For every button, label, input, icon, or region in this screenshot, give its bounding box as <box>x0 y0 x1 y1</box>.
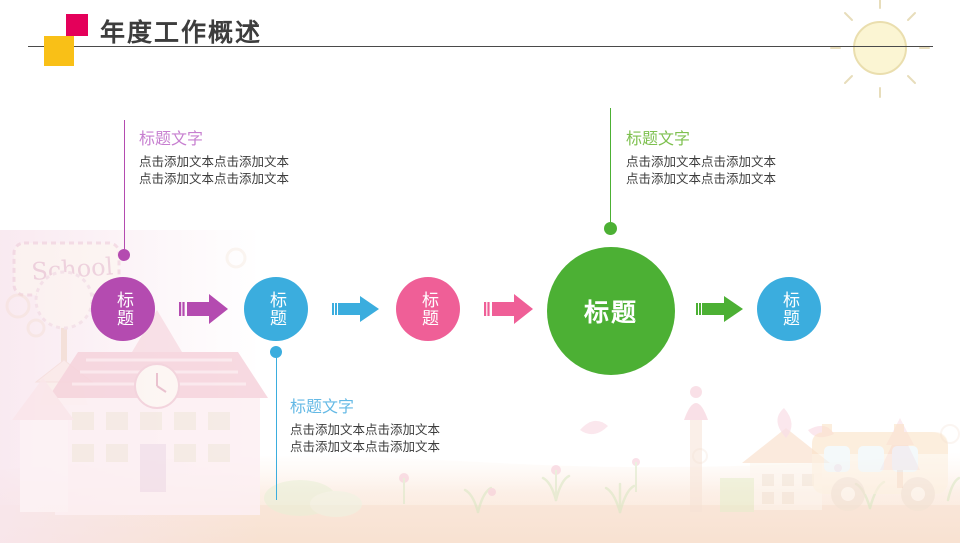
flow-arrow-3 <box>484 294 533 324</box>
callout-green-line-2: 点击添加文本点击添加文本 <box>626 171 777 186</box>
flow-arrow-2 <box>332 296 379 322</box>
flow-node-3-label: 标题 <box>418 291 438 327</box>
school-building-illustration <box>12 310 268 515</box>
callout-purple-line-1: 点击添加文本点击添加文本 <box>139 154 290 169</box>
callout-purple[interactable]: 标题文字 点击添加文本点击添加文本 点击添加文本点击添加文本 <box>139 128 289 187</box>
header-accent-square-pink <box>66 14 88 36</box>
connector-line-purple <box>124 120 125 252</box>
callout-purple-title: 标题文字 <box>139 129 204 148</box>
flow-node-2[interactable]: 标题 <box>244 277 308 341</box>
callout-green-line-1: 点击添加文本点击添加文本 <box>626 154 777 169</box>
header-divider <box>28 46 933 47</box>
connector-dot-blue <box>270 346 282 358</box>
flow-node-2-label: 标题 <box>266 291 286 327</box>
connector-dot-purple <box>118 249 130 261</box>
school-bus-illustration <box>812 424 948 511</box>
header-accent-square-yellow <box>44 36 74 66</box>
callout-green[interactable]: 标题文字 点击添加文本点击添加文本 点击添加文本点击添加文本 <box>626 128 776 187</box>
connector-line-green <box>610 108 611 230</box>
callout-blue-line-2: 点击添加文本点击添加文本 <box>290 439 441 454</box>
callout-blue[interactable]: 标题文字 点击添加文本点击添加文本 点击添加文本点击添加文本 <box>290 396 440 455</box>
flow-node-4[interactable]: 标题 <box>547 247 675 375</box>
flow-arrow-4 <box>696 296 743 322</box>
callout-blue-line-1: 点击添加文本点击添加文本 <box>290 422 441 437</box>
flow-node-4-label: 标题 <box>583 298 638 327</box>
sun-icon <box>830 0 930 98</box>
callout-green-title: 标题文字 <box>626 129 691 148</box>
connector-dot-green <box>604 222 617 235</box>
callout-purple-line-2: 点击添加文本点击添加文本 <box>139 171 290 186</box>
callout-blue-title: 标题文字 <box>290 397 355 416</box>
page-title: 年度工作概述 <box>100 18 263 47</box>
flow-node-1[interactable]: 标题 <box>91 277 155 341</box>
svg-text:School: School <box>30 252 114 286</box>
flow-arrow-1 <box>179 294 228 324</box>
connector-line-blue <box>276 352 277 500</box>
flow-node-5-label: 标题 <box>779 291 799 327</box>
flow-node-1-label: 标题 <box>113 291 133 327</box>
flow-node-5[interactable]: 标题 <box>757 277 821 341</box>
flow-node-3[interactable]: 标题 <box>396 277 460 341</box>
